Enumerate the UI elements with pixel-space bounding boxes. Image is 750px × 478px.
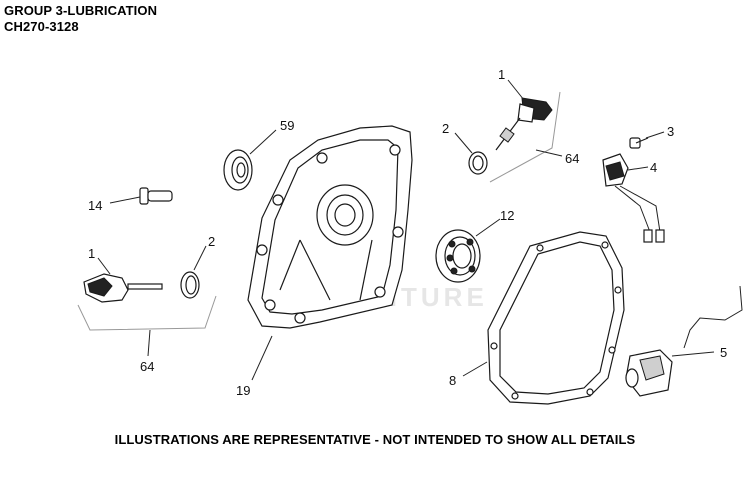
callout-oring-left: 2 xyxy=(208,234,215,249)
callout-kit-top: 64 xyxy=(565,151,579,166)
callout-dipstick-top: 1 xyxy=(498,67,505,82)
oring-left xyxy=(180,271,200,299)
ball-bearing xyxy=(435,229,481,283)
crankcase-cover xyxy=(247,125,413,329)
callout-oring-top: 2 xyxy=(442,121,449,136)
oil-switch xyxy=(625,285,743,397)
callout-oil-sensor: 4 xyxy=(650,160,657,175)
dowel-pin xyxy=(139,187,173,205)
oring-top xyxy=(468,151,488,175)
callout-crankcase-cover: 19 xyxy=(236,383,250,398)
oil-sensor xyxy=(602,153,665,243)
callout-pin: 14 xyxy=(88,198,102,213)
gasket xyxy=(487,231,625,405)
page-header: GROUP 3-LUBRICATION CH270-3128 xyxy=(4,3,157,35)
dipstick-top xyxy=(495,97,553,151)
dipstick-left xyxy=(83,273,163,303)
kit-bracket-left xyxy=(77,295,217,331)
callout-kit-left: 64 xyxy=(140,359,154,374)
leader-lines xyxy=(97,79,715,381)
kit-bracket-top xyxy=(489,91,561,183)
callout-bearing: 12 xyxy=(500,208,514,223)
oil-seal xyxy=(223,149,253,191)
group-title: GROUP 3-LUBRICATION xyxy=(4,3,158,18)
callout-dipstick-left: 1 xyxy=(88,246,95,261)
disclaimer-note: ILLUSTRATIONS ARE REPRESENTATIVE - NOT I… xyxy=(114,432,636,447)
callout-oil-seal: 59 xyxy=(280,118,294,133)
model-number: CH270-3128 xyxy=(4,19,79,34)
callout-bolt: 3 xyxy=(667,124,674,139)
bolt xyxy=(629,137,649,149)
callout-oil-switch: 5 xyxy=(720,345,727,360)
callout-gasket: 8 xyxy=(449,373,456,388)
